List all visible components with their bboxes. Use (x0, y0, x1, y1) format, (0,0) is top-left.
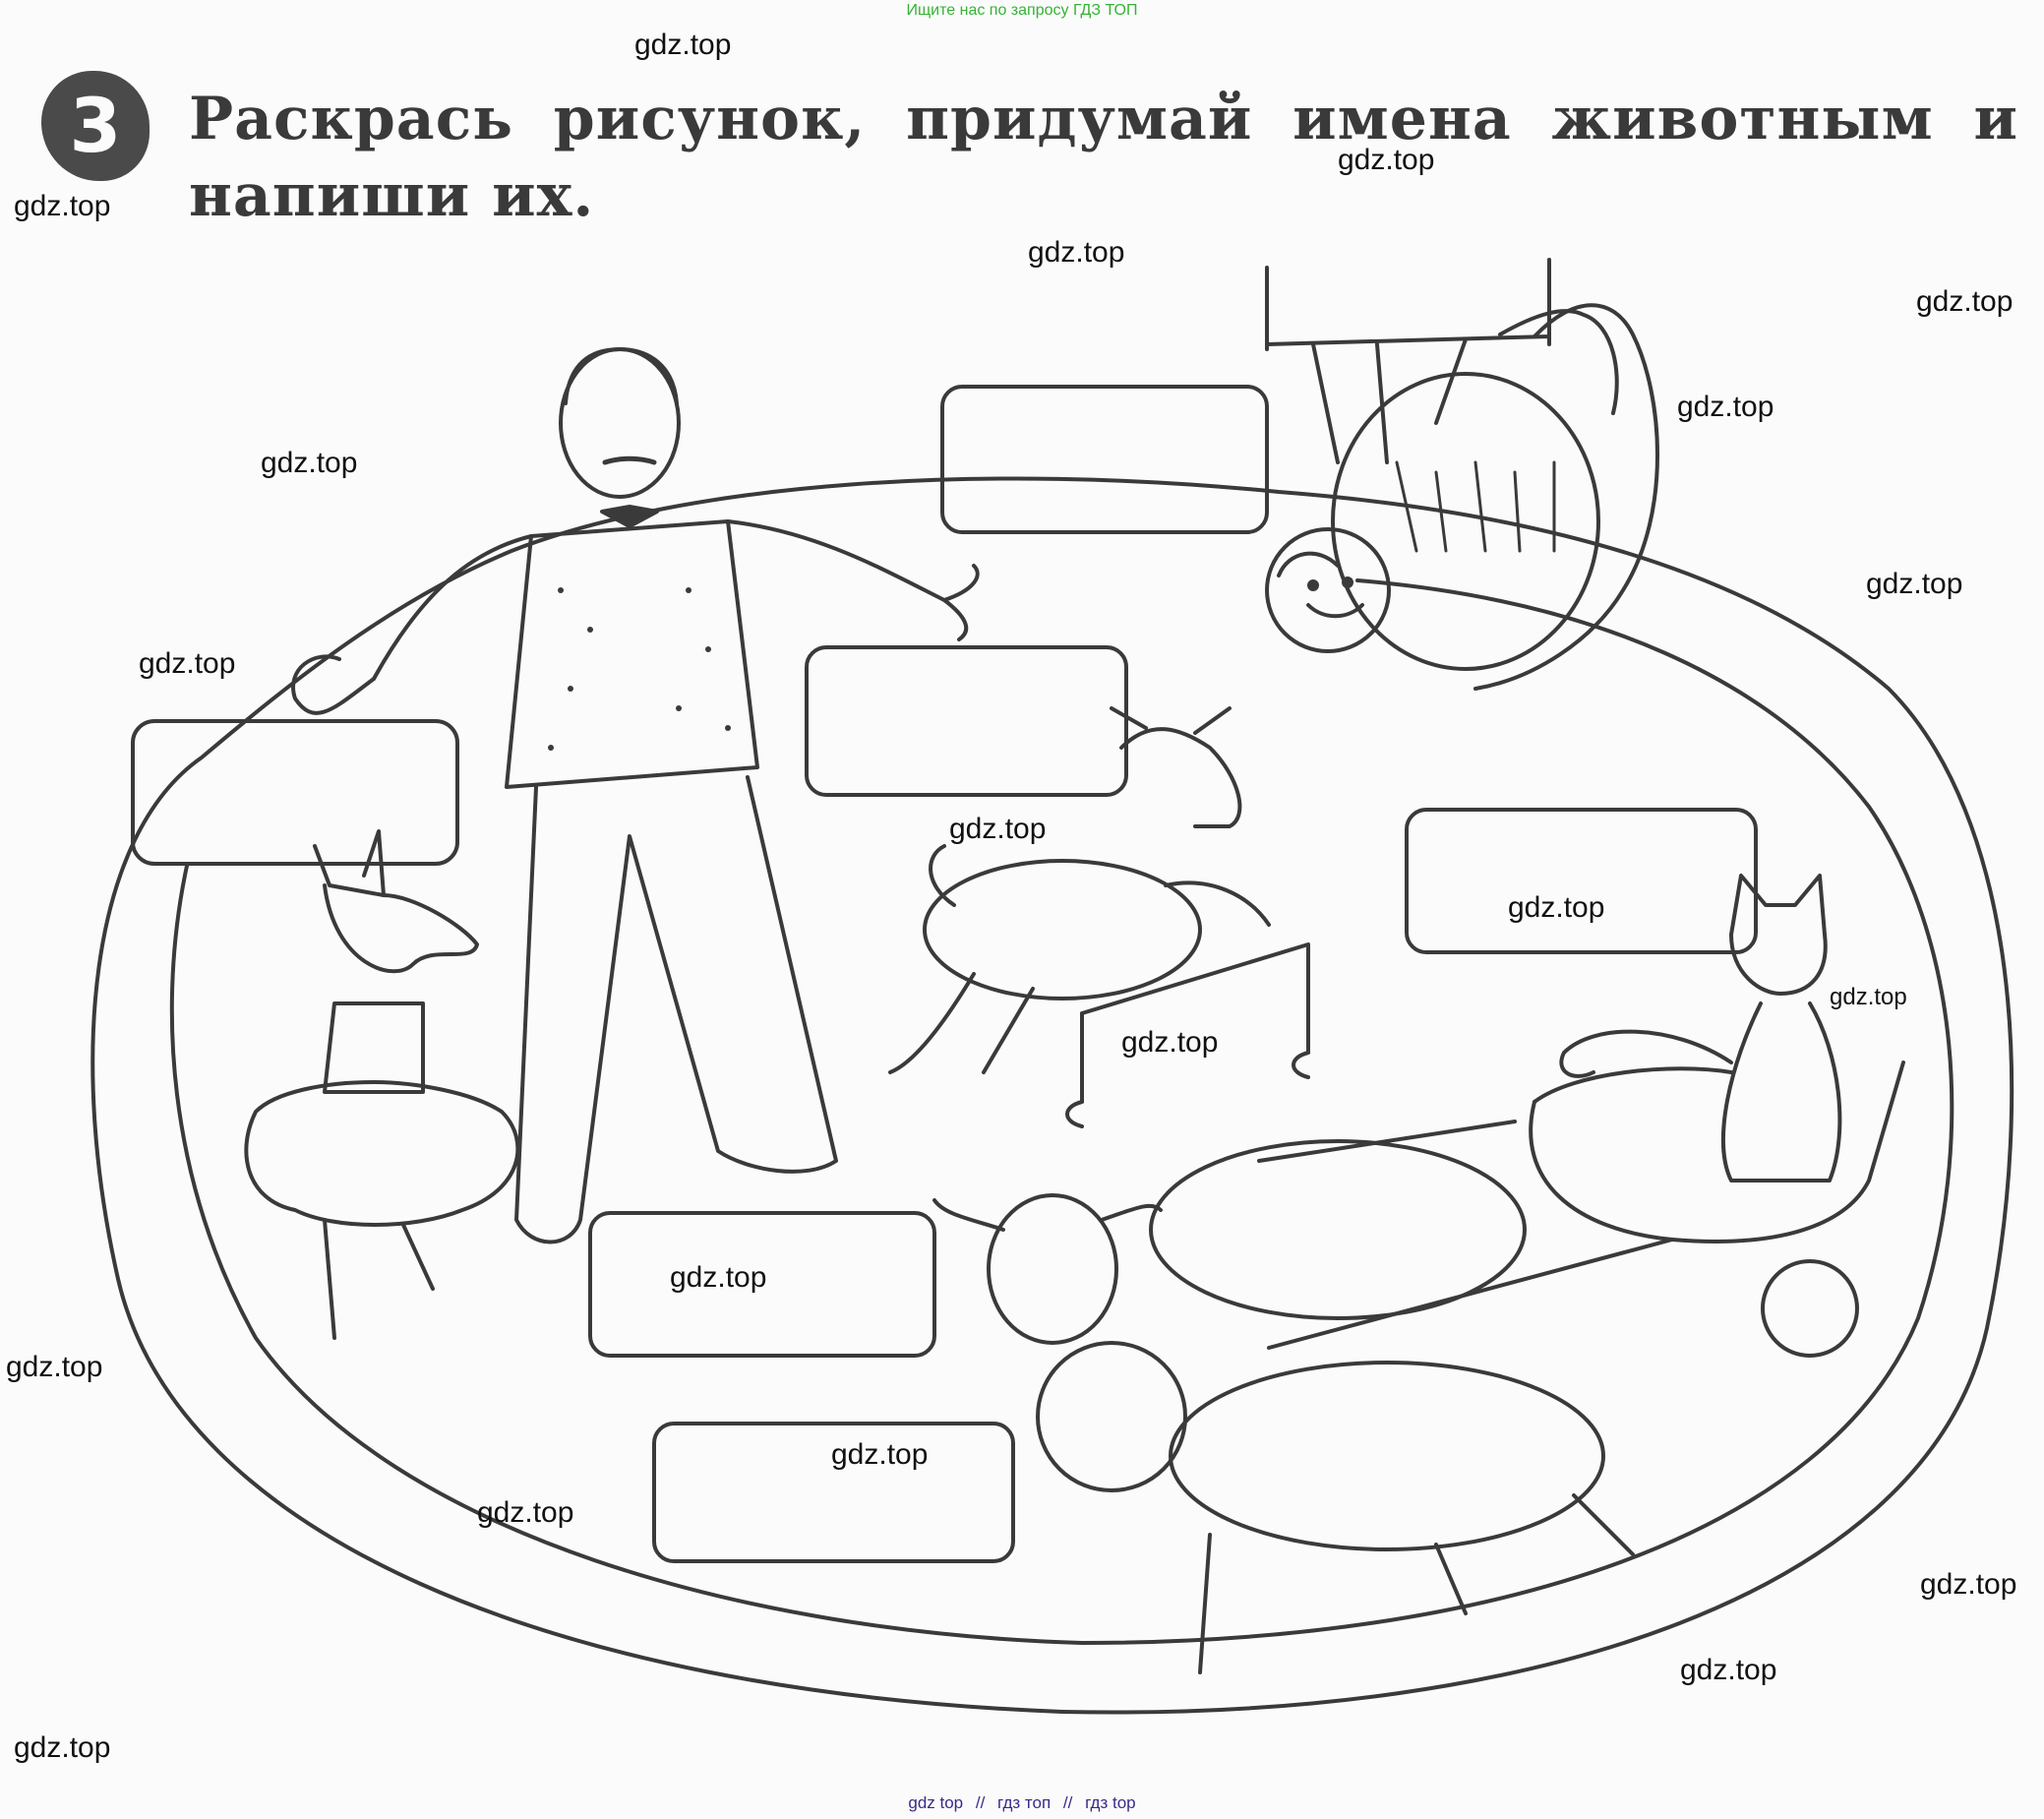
watermark: gdz.top (139, 647, 236, 680)
footer-link[interactable]: gdz top (908, 1793, 964, 1812)
watermark: gdz.top (670, 1261, 767, 1294)
footer-separator: // (975, 1793, 986, 1812)
watermark: gdz.top (1920, 1568, 2017, 1601)
watermark: gdz.top (1866, 568, 1963, 600)
name-box-cat[interactable] (1418, 834, 1747, 929)
watermark: gdz.top (1916, 285, 2014, 318)
watermark: gdz.top (1677, 391, 1774, 423)
dog-drawing (244, 829, 520, 1340)
name-box-monkey[interactable] (954, 413, 1259, 508)
goat-drawing (888, 706, 1310, 1128)
watermark: gdz.top (1028, 236, 1125, 269)
circus-ring-outer (90, 476, 2014, 1715)
watermark: gdz.top (261, 447, 358, 479)
top-banner[interactable]: Ищите нас по запросу ГДЗ ТОП (906, 2, 1138, 19)
circus-ring-inner (169, 578, 1954, 1645)
footer-link[interactable]: гдз топ (997, 1793, 1052, 1812)
monkey-bar (1265, 258, 1551, 351)
watermark: gdz.top (14, 1731, 111, 1764)
exercise-number-badge: 3 (41, 71, 150, 181)
name-box-goat[interactable] (818, 675, 1117, 769)
watermark: gdz.top (1830, 984, 1907, 1010)
watermark: gdz.top (1121, 1026, 1219, 1059)
watermark: gdz.top (1338, 144, 1435, 176)
name-box-dog-outline (131, 719, 459, 866)
name-box-goat-outline (805, 645, 1128, 797)
name-box-cat-outline (1405, 808, 1758, 954)
sheep-bottom-drawing (1036, 1341, 1635, 1674)
cat-drawing (1559, 874, 1842, 1182)
watermark: gdz.top (949, 813, 1047, 845)
watermark: gdz.top (831, 1438, 929, 1471)
name-box-monkey-outline (940, 385, 1269, 534)
name-box-dog[interactable] (146, 746, 450, 840)
footer-links: gdz top // гдз топ // гдз top (0, 1793, 2044, 1813)
name-box-sheep-top-outline (588, 1211, 936, 1358)
sheep-top-drawing (932, 1139, 1527, 1345)
name-box-sheep-top[interactable] (602, 1238, 926, 1332)
watermark: gdz.top (634, 29, 732, 61)
monkey-drawing (1265, 303, 1659, 691)
watermark: gdz.top (1508, 891, 1605, 924)
watermark: gdz.top (6, 1351, 103, 1383)
name-box-sheep-bottom-outline (652, 1422, 1015, 1563)
footer-link[interactable]: гдз top (1085, 1793, 1136, 1812)
watermark: gdz.top (1680, 1654, 1777, 1686)
watermark: gdz.top (477, 1496, 574, 1529)
footer-separator: // (1062, 1793, 1073, 1812)
watermark: gdz.top (14, 190, 111, 222)
cart-drawing (1257, 1061, 1905, 1358)
exercise-instruction: Раскрась рисунок, придумай имена животны… (189, 85, 2018, 230)
ringmaster-drawing (291, 347, 980, 1244)
name-box-sheep-bottom[interactable] (667, 1446, 1005, 1541)
